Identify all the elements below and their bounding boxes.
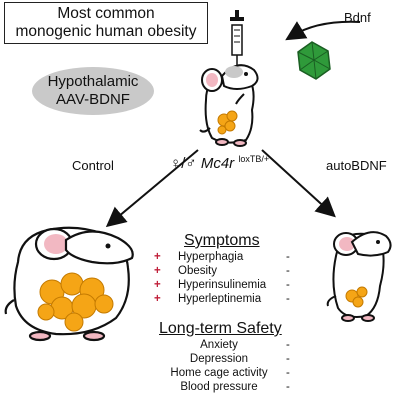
- symptom-plus: +: [154, 251, 161, 263]
- genotype-label: ♀/♂ Mc4r loxTB/+: [170, 154, 269, 172]
- symptom-minus: -: [286, 293, 290, 305]
- syringe-icon: [230, 10, 244, 67]
- symptom-item: Hyperleptinemia: [178, 293, 262, 305]
- treatment-line-1: Hypothalamic: [47, 73, 139, 90]
- symptom-minus: -: [286, 279, 290, 291]
- symptom-plus: +: [154, 279, 161, 291]
- title-box: Most common monogenic human obesity: [4, 2, 208, 44]
- safety-minus: -: [286, 367, 290, 379]
- fat-control-icon: [37, 272, 114, 332]
- genotype-gene: Mc4r: [200, 155, 235, 172]
- symptoms-heading: Symptoms: [184, 232, 260, 249]
- symptom-plus: +: [154, 265, 161, 277]
- safety-item: Anxiety: [200, 339, 238, 351]
- safety-minus: -: [286, 339, 290, 351]
- safety-item: Blood pressure: [180, 381, 258, 393]
- mouse-top-icon: [199, 64, 259, 147]
- fat-top-icon: [217, 110, 238, 135]
- virus-icon: [297, 41, 331, 80]
- title-line-2: monogenic human obesity: [15, 23, 197, 40]
- safety-item: Depression: [189, 353, 249, 365]
- treatment-line-2: AAV-BDNF: [56, 91, 130, 108]
- symptom-item: Obesity: [178, 265, 217, 277]
- fat-autobdnf-icon: [345, 286, 368, 308]
- genotype-allele: loxTB/+: [238, 154, 270, 164]
- treatment-label: Hypothalamic AAV-BDNF: [32, 67, 154, 115]
- title-line-1: Most common: [57, 5, 155, 22]
- autobdnf-label: autoBDNF: [326, 158, 387, 173]
- symptom-minus: -: [286, 265, 290, 277]
- arrow-to-autobdnf: [261, 149, 336, 218]
- arrow-virus-to-syringe: [285, 20, 361, 41]
- arrow-to-control: [105, 149, 199, 228]
- symptom-item: Hyperinsulinemia: [178, 279, 267, 291]
- safety-item: Home cage activity: [170, 367, 268, 379]
- symptom-plus: +: [154, 293, 161, 305]
- mouse-autobdnf-icon: [326, 231, 392, 322]
- symptom-minus: -: [286, 251, 290, 263]
- bdnf-label: Bdnf: [344, 10, 371, 25]
- genotype-sex: ♀/♂: [170, 155, 197, 172]
- safety-heading: Long-term Safety: [159, 320, 282, 337]
- symptom-item: Hyperphagia: [178, 251, 244, 263]
- safety-minus: -: [286, 353, 290, 365]
- control-label: Control: [72, 158, 114, 173]
- safety-minus: -: [286, 381, 290, 393]
